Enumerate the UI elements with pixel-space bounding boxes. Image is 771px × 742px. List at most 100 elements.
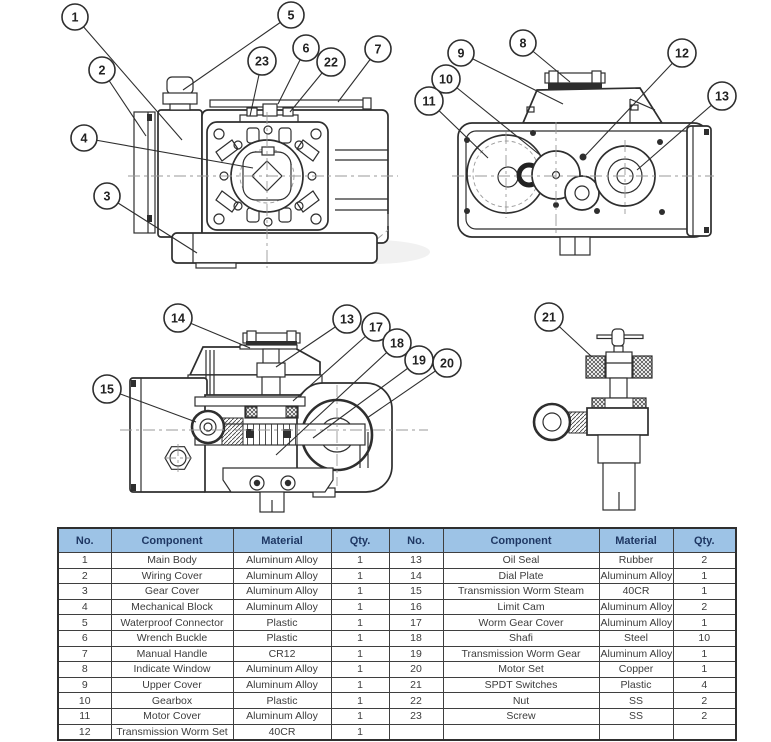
cell-material: Aluminum Alloy — [598, 614, 674, 631]
svg-text:6: 6 — [303, 42, 310, 56]
cell-qty: 2 — [672, 552, 737, 569]
cell-component: Transmission Worm Steam — [442, 583, 600, 600]
callout-13: 13 — [636, 81, 737, 171]
cell-component: Mechanical Block — [110, 598, 234, 616]
cell-component — [442, 723, 600, 741]
svg-text:15: 15 — [100, 383, 114, 397]
cell-qty: 1 — [330, 598, 390, 616]
svg-text:18: 18 — [390, 337, 404, 351]
cell-component: Motor Set — [442, 661, 600, 678]
cell-no: 2 — [57, 567, 112, 585]
col-header-qty-left: Qty. — [330, 527, 390, 553]
svg-text:1: 1 — [72, 11, 79, 25]
cell-qty — [672, 723, 737, 741]
view-section: 14 13 17 18 19 20 15 — [92, 303, 462, 513]
col-header-no-left: No. — [57, 527, 112, 553]
svg-text:17: 17 — [369, 321, 383, 335]
cell-no — [388, 723, 444, 741]
cell-no: 10 — [57, 692, 112, 709]
cell-no: 12 — [57, 723, 112, 741]
cell-material: Aluminum Alloy — [232, 552, 332, 569]
cell-material: Rubber — [598, 552, 674, 569]
cell-material: Aluminum Alloy — [232, 707, 332, 725]
cell-material: Aluminum Alloy — [232, 598, 332, 616]
view-bottom: 1 2 4 3 5 23 6 22 7 — [61, 1, 398, 269]
svg-text:21: 21 — [542, 311, 556, 325]
col-header-component-left: Component — [110, 527, 234, 553]
cell-qty: 10 — [672, 629, 737, 647]
cell-no: 9 — [57, 676, 112, 694]
callout-6: 6 — [277, 34, 320, 105]
cell-component: Worm Gear Cover — [442, 614, 600, 631]
callout-8: 8 — [509, 29, 571, 83]
svg-text:19: 19 — [412, 354, 426, 368]
cell-qty: 1 — [672, 645, 737, 663]
col-header-qty-right: Qty. — [672, 527, 737, 553]
cell-qty: 1 — [330, 567, 390, 585]
parts-table: No. Component Material Qty. No. Componen… — [57, 527, 737, 742]
cell-qty: 1 — [330, 676, 390, 694]
cell-qty: 1 — [330, 629, 390, 647]
cell-qty: 2 — [672, 598, 737, 616]
cell-qty: 1 — [330, 723, 390, 741]
cell-qty: 1 — [330, 692, 390, 709]
callout-9: 9 — [447, 39, 564, 105]
cell-component: Waterproof Connector — [110, 614, 234, 631]
callout-23: 23 — [247, 46, 277, 117]
cell-material: SS — [598, 692, 674, 709]
cell-component: Oil Seal — [442, 552, 600, 569]
cell-material: 40CR — [232, 723, 332, 741]
cell-component: Screw — [442, 707, 600, 725]
cell-no: 5 — [57, 614, 112, 631]
cell-component: Gear Cover — [110, 583, 234, 600]
diagram-canvas: 1 2 4 3 5 23 6 22 7 — [61, 1, 737, 513]
cell-material — [598, 723, 674, 741]
callout-12: 12 — [583, 38, 697, 158]
callout-18: 18 — [275, 328, 412, 456]
view-switch-assembly: 21 — [532, 302, 653, 511]
callout-13b: 13 — [275, 304, 362, 368]
cell-material: Aluminum Alloy — [232, 676, 332, 694]
cell-material: Plastic — [598, 676, 674, 694]
svg-text:10: 10 — [439, 73, 453, 87]
view-gears: 8 9 10 11 12 13 — [414, 29, 737, 256]
cell-material: Copper — [598, 661, 674, 678]
col-header-material-left: Material — [232, 527, 332, 553]
cell-qty: 1 — [330, 661, 390, 678]
col-header-component-right: Component — [442, 527, 600, 553]
cell-no: 19 — [388, 645, 444, 663]
cell-component: Manual Handle — [110, 645, 234, 663]
cell-qty: 2 — [672, 692, 737, 709]
cell-no: 16 — [388, 598, 444, 616]
cell-component: Limit Cam — [442, 598, 600, 616]
cell-no: 3 — [57, 583, 112, 600]
cell-component: Transmission Worm Gear — [442, 645, 600, 663]
cell-material: Aluminum Alloy — [598, 598, 674, 616]
cell-material: Plastic — [232, 614, 332, 631]
svg-text:12: 12 — [675, 47, 689, 61]
cell-component: Gearbox — [110, 692, 234, 709]
svg-text:13: 13 — [340, 313, 354, 327]
cell-component: Transmission Worm Set — [110, 723, 234, 741]
svg-text:4: 4 — [81, 132, 88, 146]
cell-qty: 1 — [672, 614, 737, 631]
callout-11: 11 — [414, 86, 489, 159]
cell-component: Motor Cover — [110, 707, 234, 725]
cell-component: Main Body — [110, 552, 234, 569]
cell-no: 1 — [57, 552, 112, 569]
cell-no: 23 — [388, 707, 444, 725]
callout-20: 20 — [366, 348, 462, 419]
cell-component: Nut — [442, 692, 600, 709]
cell-no: 20 — [388, 661, 444, 678]
cell-no: 11 — [57, 707, 112, 725]
cell-qty: 1 — [330, 552, 390, 569]
callout-21: 21 — [534, 302, 593, 358]
cell-component: Indicate Window — [110, 661, 234, 678]
